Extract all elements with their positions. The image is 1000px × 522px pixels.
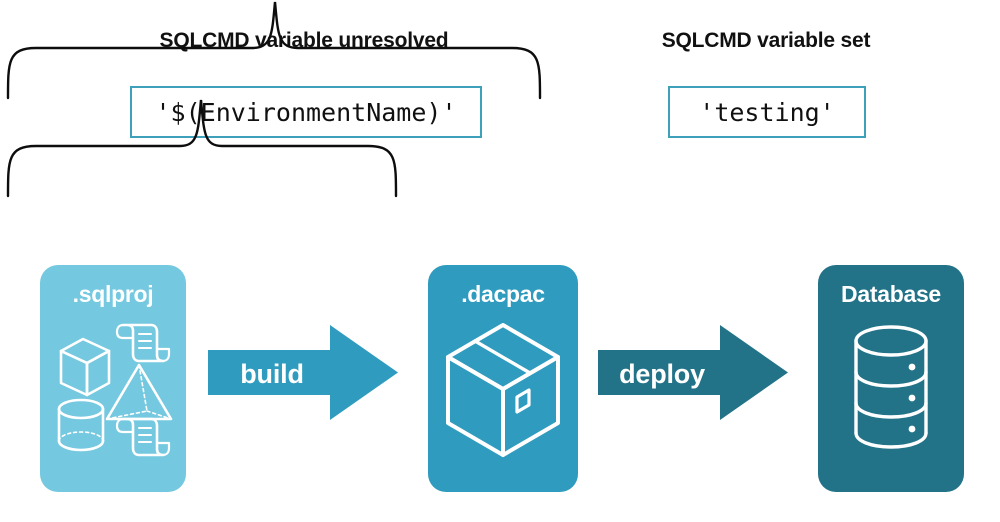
code-box-environment-name: '$(EnvironmentName)' (130, 86, 482, 138)
stage-box-dacpac: .dacpac (428, 265, 578, 492)
code-box-value: '$(EnvironmentName)' (155, 97, 457, 127)
cube-icon (59, 337, 111, 397)
pyramid-icon (105, 363, 173, 421)
stage-art-dacpac (428, 315, 578, 484)
cylinder-icon (57, 398, 105, 452)
script-icon (115, 417, 171, 457)
stage-label-sqlproj: .sqlproj (72, 281, 154, 307)
stage-box-sqlproj: .sqlproj (40, 265, 186, 492)
brace-right-icon (6, 99, 398, 198)
arrow-deploy: deploy (598, 325, 790, 420)
brace-left (0, 0, 548, 100)
stage-box-database: Database (818, 265, 964, 492)
stage-art-sqlproj (40, 315, 186, 484)
arrow-deploy-icon (598, 325, 788, 420)
heading-sqlcmd-variable-unresolved: SQLCMD variable unresolved (159, 29, 449, 52)
heading-sqlcmd-variable-set: SQLCMD variable set (661, 29, 871, 52)
arrow-build-icon (208, 325, 398, 420)
package-box-icon (446, 323, 560, 457)
script-icon (115, 323, 171, 363)
stage-label-dacpac: .dacpac (461, 281, 545, 307)
code-box-value: 'testing' (699, 97, 835, 127)
stage-art-database (818, 315, 964, 484)
arrow-build: build (208, 325, 400, 420)
brace-left-icon (6, 1, 542, 100)
brace-right (0, 98, 404, 198)
stage-label-database: Database (841, 281, 941, 307)
code-box-testing: 'testing' (668, 86, 866, 138)
database-cylinder-icon (854, 325, 928, 449)
